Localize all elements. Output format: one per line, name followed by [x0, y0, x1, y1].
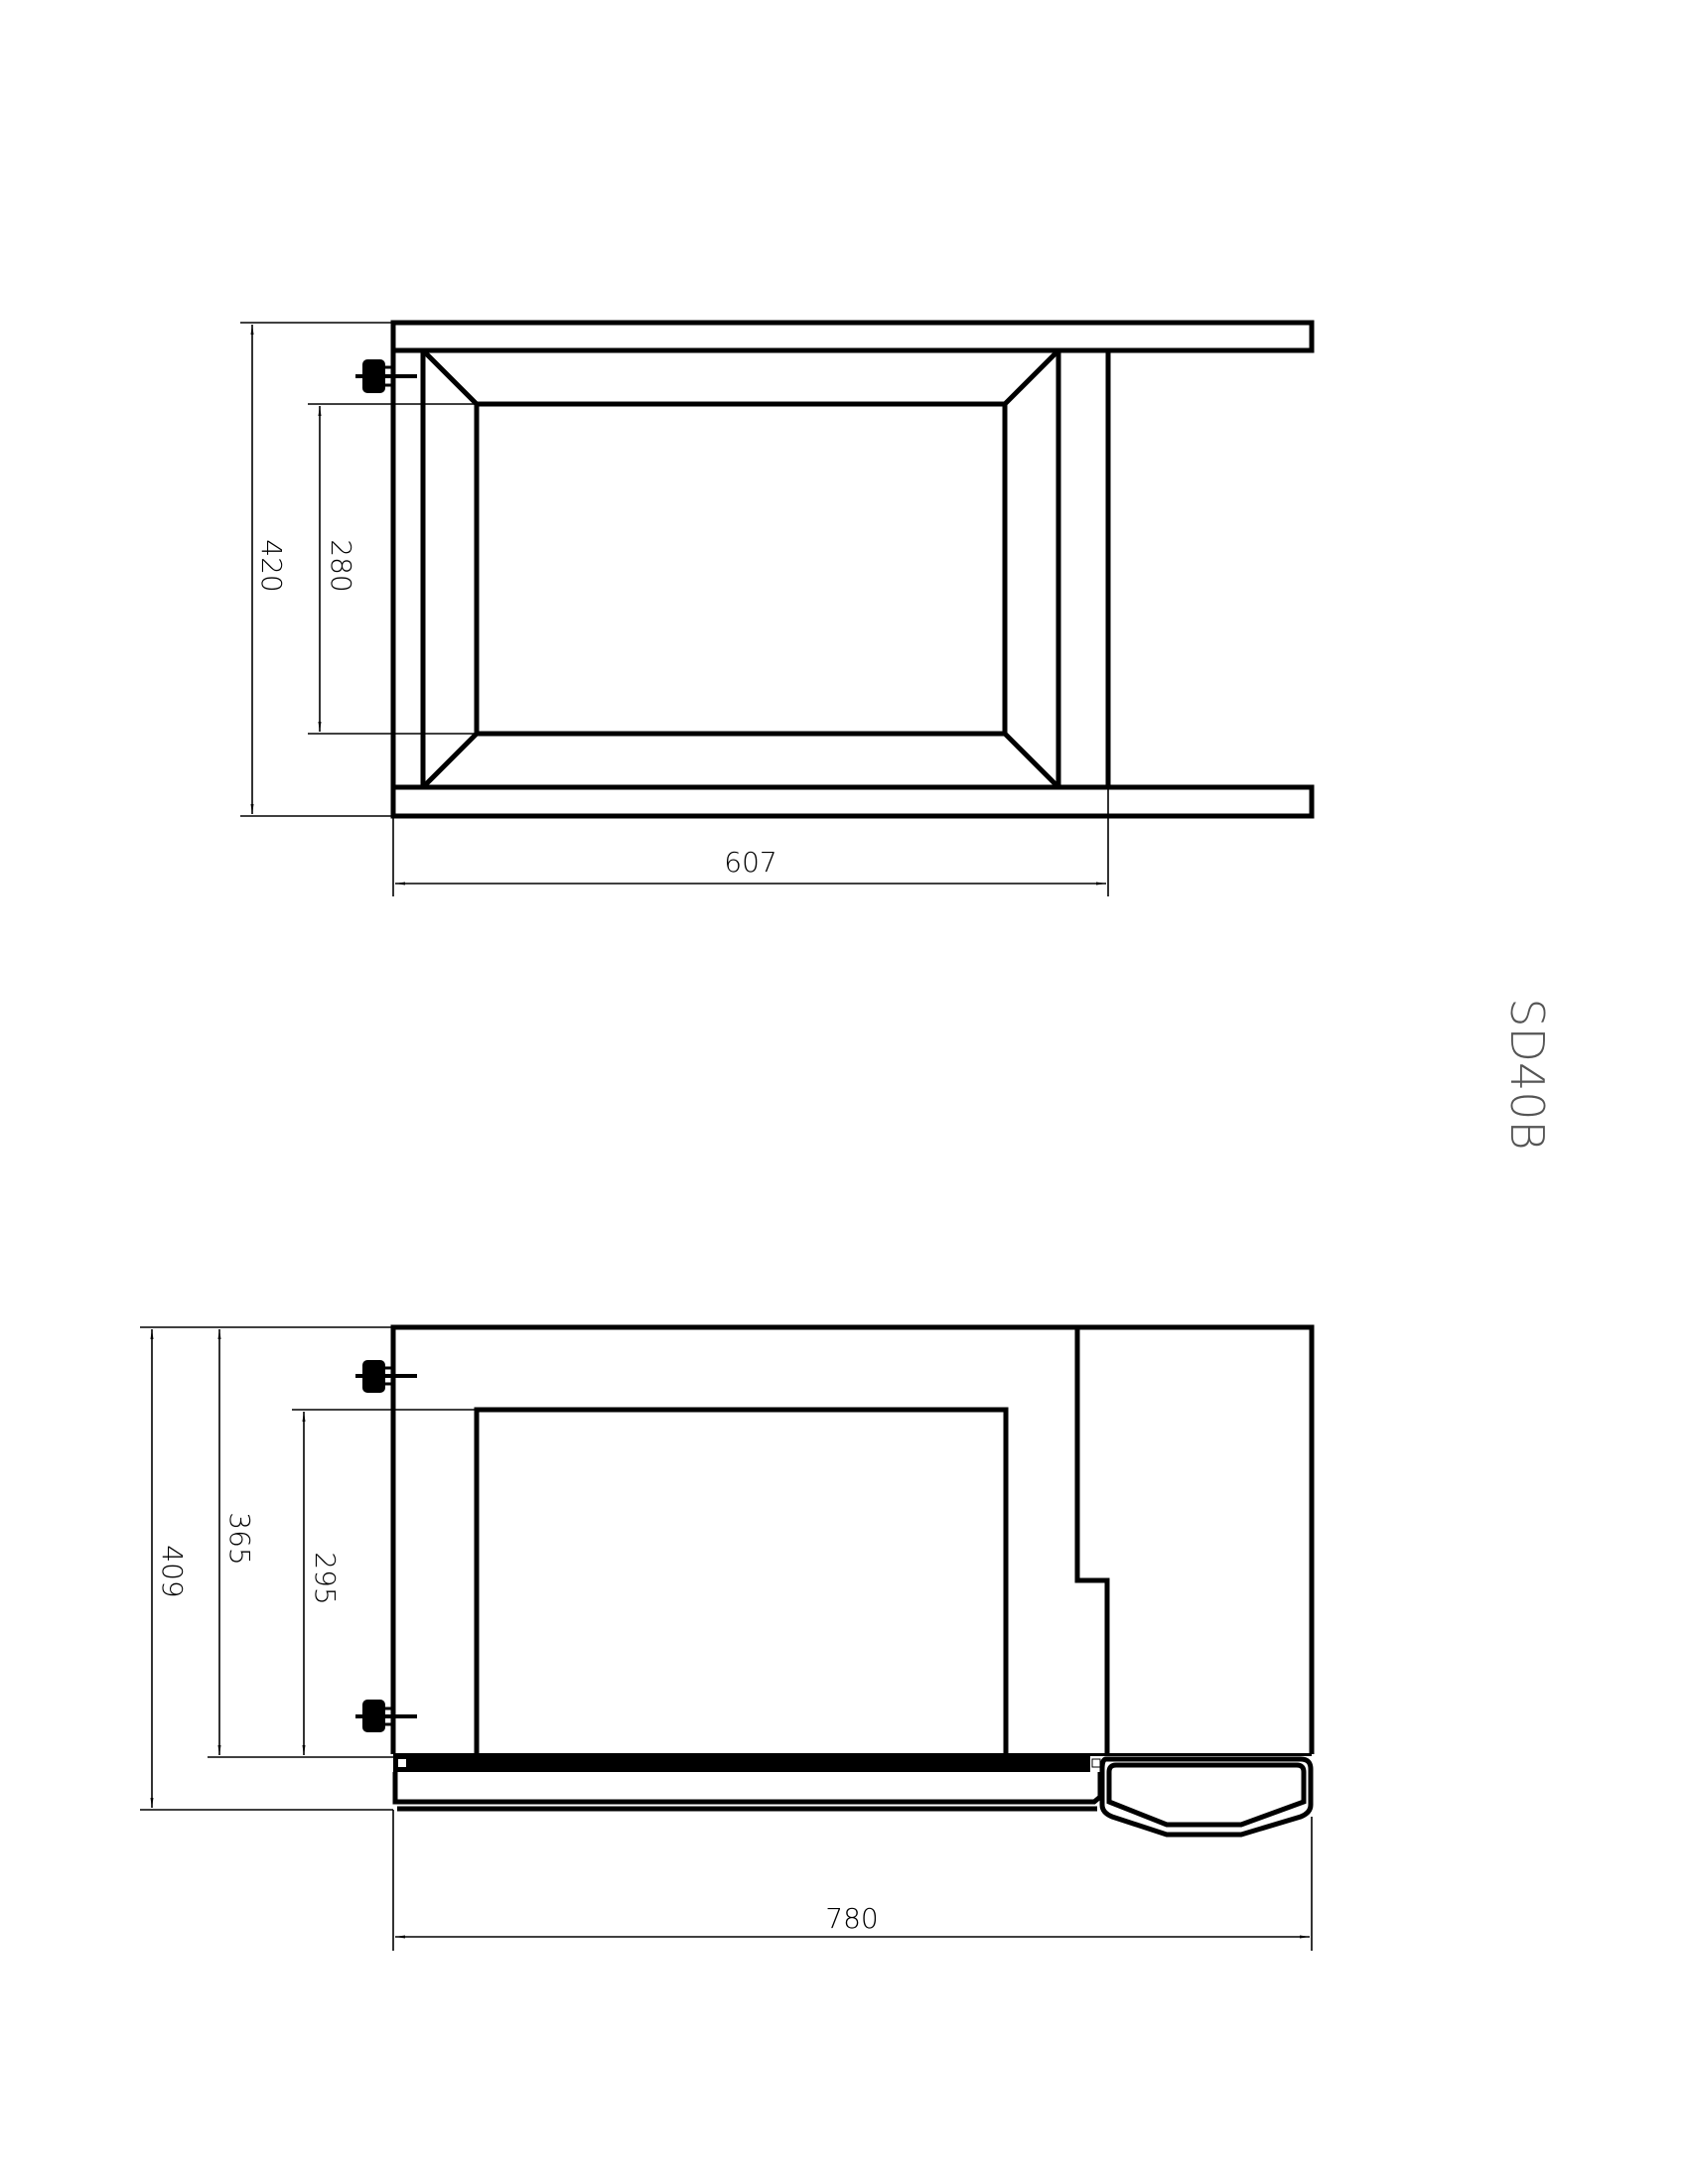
stepped-divider — [1074, 1327, 1110, 1754]
top-rail — [390, 320, 1315, 353]
hinge-icon — [355, 359, 417, 393]
dimension-607: 607 — [392, 787, 1109, 896]
hinge-icon — [355, 1700, 417, 1732]
dimension-409: 409 — [140, 1326, 393, 1811]
front-view: 409 365 295 780 — [140, 1324, 1315, 1951]
seal-band — [393, 1754, 1090, 1772]
front-opening — [474, 1407, 1009, 1754]
dimension-280: 280 — [308, 403, 477, 735]
drawer-tray — [392, 1772, 1103, 1805]
handle-icon — [1099, 1756, 1314, 1838]
bevel-br — [1003, 732, 1058, 787]
dim-label-607: 607 — [724, 846, 776, 879]
bevel-tl — [423, 350, 479, 406]
bevel-tr — [1003, 350, 1058, 406]
dim-label-295: 295 — [309, 1552, 342, 1604]
hinge-icon — [355, 1360, 417, 1393]
dim-label-420: 420 — [255, 539, 288, 592]
dim-label-409: 409 — [156, 1545, 189, 1597]
body-outline — [390, 1324, 1315, 1754]
top-view: 420 280 607 — [240, 320, 1315, 896]
dimension-780: 780 — [392, 1810, 1313, 1951]
dimension-295: 295 — [292, 1409, 477, 1755]
dimension-420: 420 — [240, 322, 393, 817]
dim-label-280: 280 — [325, 539, 357, 592]
bottom-rail — [390, 784, 1315, 819]
model-label: SD40B — [1500, 998, 1554, 1150]
inner-opening — [474, 401, 1008, 737]
dimension-365: 365 — [208, 1329, 393, 1758]
bevel-bl — [423, 732, 479, 787]
dim-label-780: 780 — [825, 1902, 878, 1935]
dim-label-365: 365 — [223, 1512, 256, 1565]
